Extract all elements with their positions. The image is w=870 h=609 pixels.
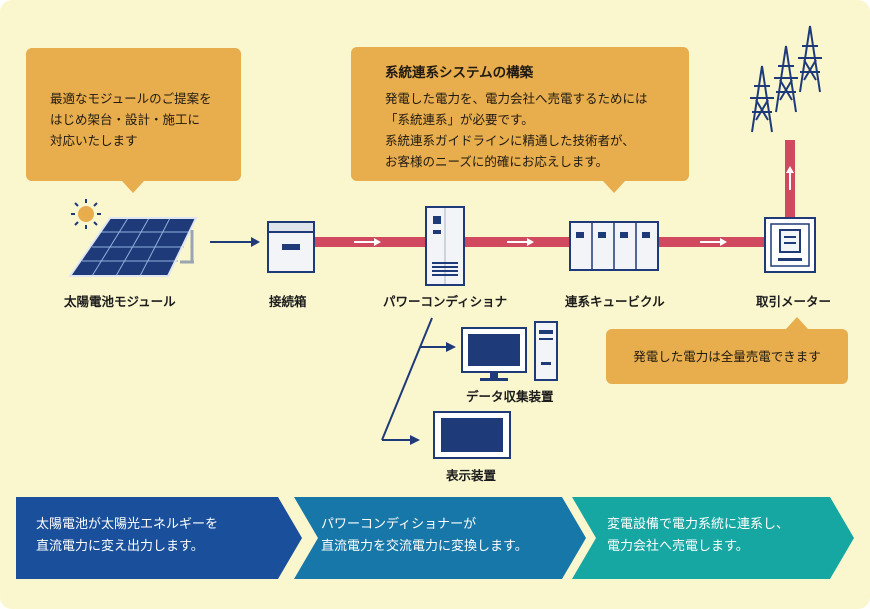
power-line [312, 237, 790, 247]
flow-arrow-icon [354, 238, 381, 246]
step-1-text: 太陽電池が太陽光エネルギーを 直流電力に変え出力します。 [36, 497, 286, 579]
flow-arrow-icon [507, 238, 534, 246]
solar-panel-icon [68, 217, 198, 277]
arrow-to-data-collector [446, 342, 456, 352]
grid-connection-callout: 系統連系システムの構築 発電した電力を、電力会社へ売電するためには 「系統連系」… [351, 47, 689, 193]
callout-tail [786, 317, 808, 329]
junction-box-icon [267, 221, 315, 273]
callout-title: 系統連系システムの構築 [385, 65, 534, 81]
display-device-icon [433, 411, 511, 459]
step-line: パワーコンディショナーが [321, 517, 477, 532]
step-line: 電力会社へ売電します。 [607, 539, 749, 554]
cubicle-icon [569, 221, 659, 271]
label-data-collector: データ収集装置 [466, 389, 554, 404]
transmission-tower-icon [750, 65, 774, 133]
step-line: 太陽電池が太陽光エネルギーを [36, 517, 219, 532]
transmission-tower-icon [798, 25, 822, 93]
flow-arrow-up-icon [786, 166, 794, 190]
label-junction-box: 接続箱 [269, 294, 307, 309]
label-cubicle: 連系キュービクル [565, 294, 665, 309]
flow-arrow-icon [700, 238, 727, 246]
meter-callout: 発電した電力は全量売電できます [606, 317, 848, 384]
power-conditioner-icon [425, 206, 465, 286]
callout-tail [122, 181, 144, 193]
callout-text: 発電した電力は全量売電できます [633, 349, 821, 364]
arrow-solar-to-junction [210, 237, 260, 247]
step-1-chevron [16, 497, 302, 579]
flow-arrows [354, 166, 794, 246]
callout-line: お客様のニーズに的確にお応えします。 [385, 154, 609, 169]
label-display-device: 表示装置 [446, 468, 497, 483]
callout-line: はじめ架台・設計・施工に [50, 112, 201, 127]
step-line: 直流電力に変え出力します。 [36, 539, 204, 554]
callout-line: 系統連系ガイドラインに精通した技術者が、 [385, 133, 635, 148]
sun-icon [71, 199, 101, 229]
meter-icon [764, 217, 816, 273]
callout-line: 最適なモジュールのご提案を [50, 91, 212, 106]
label-meter: 取引メーター [756, 294, 832, 309]
data-collector-icon [461, 321, 558, 381]
label-power-conditioner: パワーコンディショナ [383, 294, 508, 309]
label-solar-module: 太陽電池モジュール [64, 294, 176, 309]
module-proposal-callout: 最適なモジュールのご提案を はじめ架台・設計・施工に 対応いたします [26, 48, 241, 193]
step-3-text: 変電設備で電力系統に連系し、 電力会社へ売電します。 [607, 497, 847, 579]
callout-tail [603, 181, 625, 193]
callout-line: 「系統連系」が必要です。 [385, 112, 534, 127]
step-2-text: パワーコンディショナーが 直流電力を交流電力に変換します。 [321, 497, 581, 579]
step-line: 変電設備で電力系統に連系し、 [607, 517, 790, 532]
step-2-chevron [294, 497, 586, 579]
data-branch-lines [381, 317, 447, 441]
step-3-chevron [572, 497, 854, 579]
callout-line: 対応いたします [50, 133, 138, 148]
step-line: 直流電力を交流電力に変換します。 [321, 539, 528, 554]
callout-line: 発電した電力を、電力会社へ売電するためには [385, 91, 648, 106]
arrow-to-display [410, 435, 420, 445]
transmission-tower-icon [774, 45, 798, 113]
